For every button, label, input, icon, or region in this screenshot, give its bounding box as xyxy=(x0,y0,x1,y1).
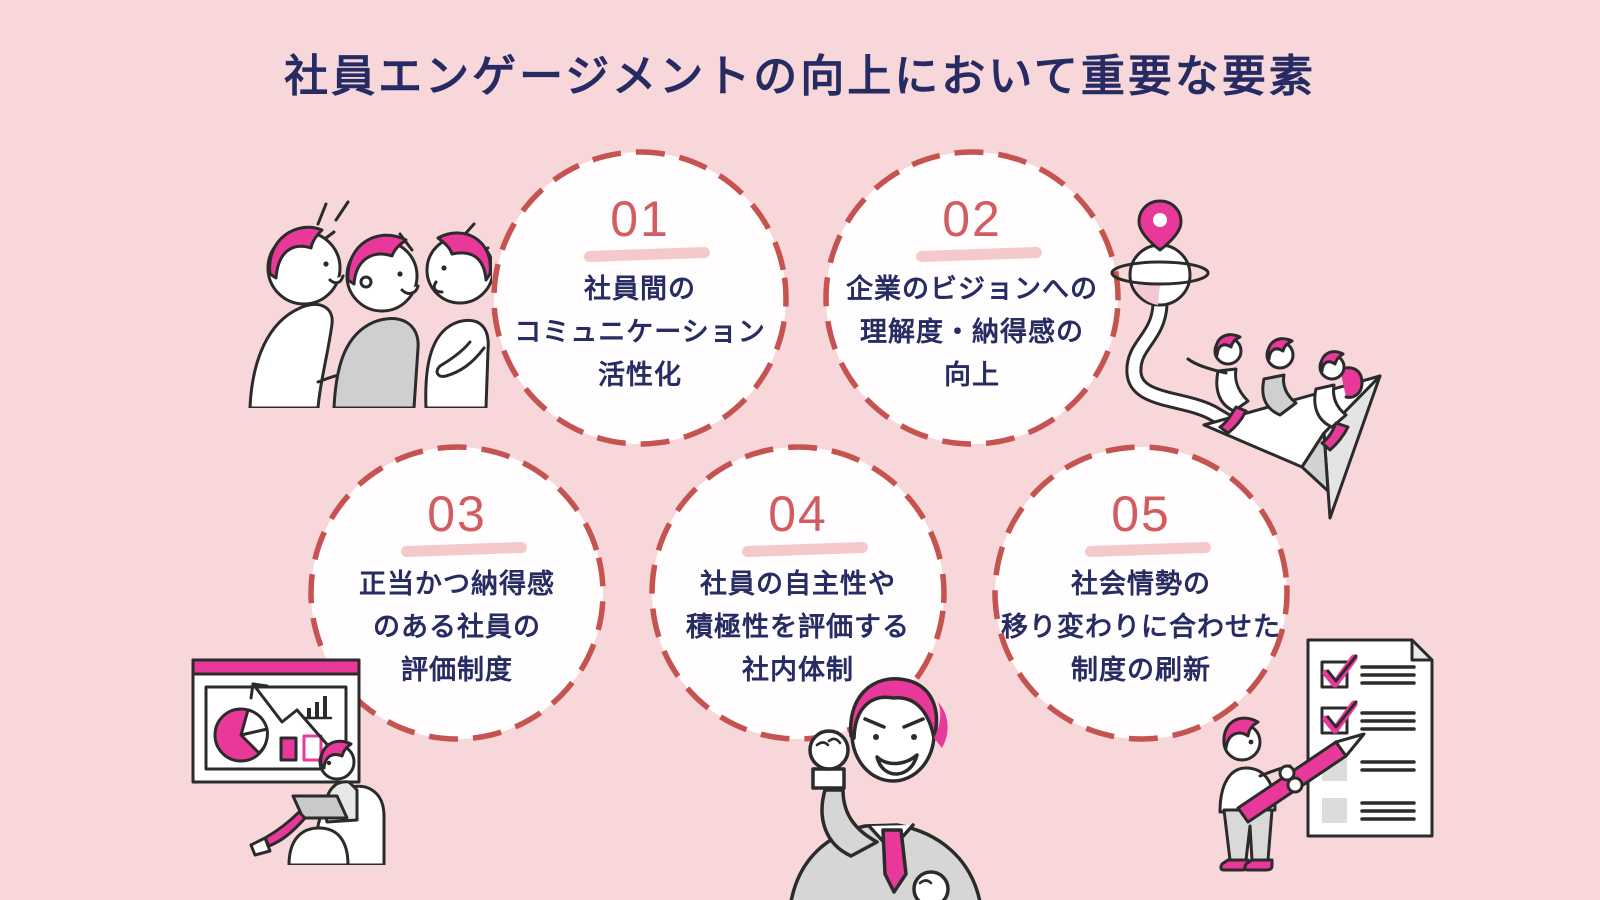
paper-plane-vision-illustration xyxy=(1110,199,1382,520)
factor-text: 社会情勢の 移り変わりに合わせた 制度の刷新 xyxy=(991,563,1291,692)
factor-number: 05 xyxy=(1111,486,1171,542)
board-header-bar xyxy=(191,658,361,676)
factor-text-line: 社員間の xyxy=(584,274,696,304)
hair xyxy=(319,739,353,770)
factor-text-line: 社会情勢の xyxy=(1071,569,1211,599)
eyebrow xyxy=(863,717,886,729)
factor-text: 正当かつ納得感 のある社員の 評価制度 xyxy=(307,563,607,692)
checklist-document xyxy=(1306,638,1434,838)
cuff xyxy=(811,767,846,790)
dashed-circle-border xyxy=(491,149,789,447)
person-on-armchair xyxy=(249,739,386,865)
factor-number: 01 xyxy=(610,191,670,247)
factor-text-line: 正当かつ納得感 xyxy=(359,569,555,599)
raised-fist xyxy=(808,729,850,771)
factor-text-line: 社内体制 xyxy=(742,655,854,685)
dashed-circle-border xyxy=(649,444,947,742)
factor-circle-04: 04 社員の自主性や 積極性を評価する 社内体制 xyxy=(648,443,948,743)
factor-text-line: コミュニケーション xyxy=(514,317,766,347)
dashed-circle-border xyxy=(992,444,1290,742)
shoe xyxy=(249,836,272,857)
person-right xyxy=(424,231,492,408)
plane-rider-front xyxy=(1186,333,1250,435)
lower-fist xyxy=(912,870,950,900)
factor-text-line: 向上 xyxy=(944,360,1000,390)
factor-text-line: 活性化 xyxy=(598,360,682,390)
globe-icon xyxy=(1110,243,1210,307)
factor-number: 03 xyxy=(427,486,487,542)
person-left-back xyxy=(248,225,390,408)
person-with-pencil xyxy=(1218,716,1366,872)
plane-rider-back xyxy=(1313,350,1364,452)
page-title: 社員エンゲージメントの向上において重要な要素 xyxy=(284,52,1316,101)
factor-circle-01: 01 社員間の コミュニケーション 活性化 xyxy=(490,148,790,448)
bar-chart-icon xyxy=(279,734,323,762)
plane-rider-middle xyxy=(1261,337,1298,417)
checklist-renewal-illustration xyxy=(1218,638,1434,872)
factor-text-line: 制度の刷新 xyxy=(1071,655,1211,685)
factor-text-line: 理解度・納得感の xyxy=(860,317,1084,347)
motivated-employee-illustration xyxy=(789,677,982,900)
factor-text-line: 移り変わりに合わせた xyxy=(1001,612,1281,642)
factor-number: 04 xyxy=(768,486,828,542)
map-pin-icon xyxy=(1137,199,1183,252)
hair xyxy=(1222,716,1260,750)
evaluation-charts-illustration xyxy=(191,658,386,865)
mini-bar-chart-icon xyxy=(307,696,327,718)
factor-text-line: 積極性を評価する xyxy=(686,612,910,642)
person-middle xyxy=(332,233,420,408)
necktie xyxy=(881,828,908,894)
factor-text-line: 評価制度 xyxy=(401,655,513,685)
factor-text-line: 社員の自主性や xyxy=(700,569,896,599)
dashed-circle-border xyxy=(308,444,606,742)
factor-circle-05: 05 社会情勢の 移り変わりに合わせた 制度の刷新 xyxy=(991,443,1291,743)
pie-chart-icon xyxy=(213,707,269,763)
factor-number: 02 xyxy=(942,191,1002,247)
open-mouth xyxy=(875,753,919,776)
colleagues-talking-illustration xyxy=(248,200,492,408)
shoe xyxy=(1243,858,1274,872)
factor-text-line: のある社員の xyxy=(373,612,541,642)
folded-corner xyxy=(1410,638,1434,662)
factor-text: 社員間の コミュニケーション 活性化 xyxy=(490,268,790,397)
checkbox-empty xyxy=(1322,798,1347,823)
eyebrow xyxy=(902,717,925,729)
dashed-circle-border xyxy=(823,149,1121,447)
factor-circle-02: 02 企業のビジョンへの 理解度・納得感の 向上 xyxy=(822,148,1122,448)
factor-text: 社員の自主性や 積極性を評価する 社内体制 xyxy=(648,563,948,692)
factor-text: 企業のビジョンへの 理解度・納得感の 向上 xyxy=(822,268,1122,397)
factor-text-line: 企業のビジョンへの xyxy=(846,274,1098,304)
hair xyxy=(849,677,939,740)
factor-circle-03: 03 正当かつ納得感 のある社員の 評価制度 xyxy=(307,443,607,743)
